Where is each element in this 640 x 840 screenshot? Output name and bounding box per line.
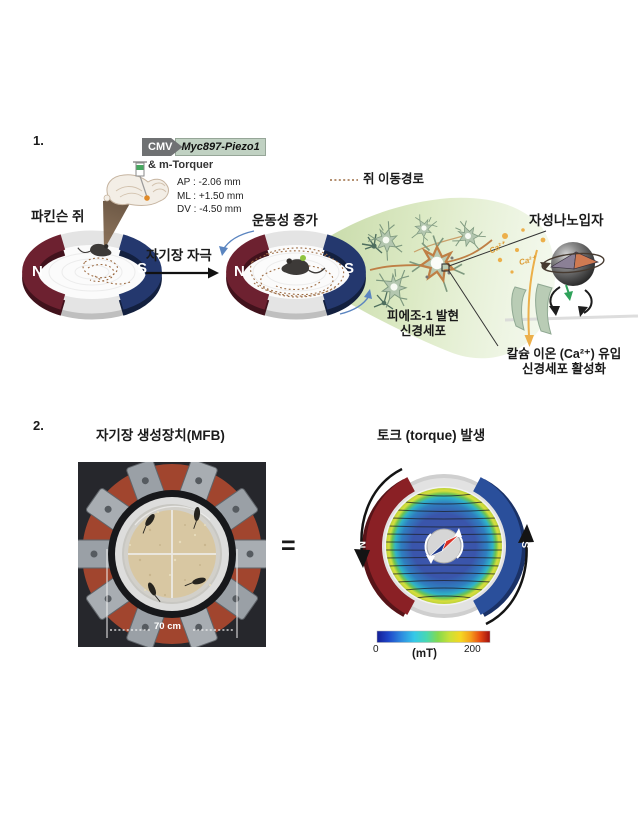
motility-label: 운동성 증가 — [252, 213, 318, 228]
syringe-icon — [133, 161, 150, 201]
photo-mice — [142, 507, 206, 603]
torque-title: 토크 (torque) 발생 — [377, 428, 486, 443]
magnet-n-label: N — [234, 263, 245, 280]
injection-cone — [103, 196, 134, 250]
magnet-north — [22, 234, 66, 310]
magnet-n-label: N — [32, 263, 43, 280]
spin-orbit-arrow — [541, 252, 605, 274]
magnet-s-label: S — [344, 260, 355, 277]
m-torquer-dot — [300, 255, 306, 261]
m-torquer-label: & m-Torquer — [148, 159, 214, 171]
gene-box: Myc897-Piezo1 — [175, 138, 266, 156]
parkinson-mouse-label: 파킨슨 쥐 — [31, 209, 85, 224]
rotation-arrow-left — [360, 467, 403, 555]
torque-magnet-s-label: S — [519, 541, 531, 549]
torque-diagram — [354, 467, 534, 643]
compass-needle-blue — [428, 540, 447, 558]
rotation-arrow-top-left — [219, 230, 255, 256]
magnet-south — [322, 234, 366, 310]
coordinate-ap: AP : -2.06 mm — [177, 177, 241, 188]
panel1-number: 1. — [33, 133, 44, 148]
piezo-neuron-main — [409, 235, 465, 293]
calcium-influx-arrow — [527, 249, 538, 337]
torque-magnet-south — [472, 477, 523, 615]
torque-magnet-n-label: N — [355, 541, 367, 549]
colorbar-max-label: 200 — [464, 644, 481, 655]
stimulation-label: 자기장 자극 — [146, 248, 212, 263]
arena-scale-label: 70 cm — [154, 621, 181, 632]
brain-illustration — [103, 174, 169, 207]
mfb-title: 자기장 생성장치(MFB) — [96, 428, 225, 443]
colorbar-min-label: 0 — [373, 644, 379, 655]
magnet-s-label: S — [137, 260, 148, 277]
arena-parkinson — [22, 230, 162, 320]
calcium-label-line2: 신경세포 활성화 — [522, 362, 606, 376]
ion-channel — [497, 228, 639, 347]
stimulation-arrow — [146, 267, 219, 279]
scale-measurement — [106, 549, 238, 638]
colorbar-unit-label: (mT) — [412, 648, 437, 660]
injection-site-dot — [144, 195, 150, 201]
magnet-north — [226, 234, 270, 310]
gene-construct: CMV Myc897-Piezo1 — [142, 138, 266, 156]
mouse-stimulated — [281, 258, 326, 275]
nanoparticle-label: 자성나노입자 — [529, 213, 604, 228]
nanoparticle — [540, 242, 605, 317]
promoter-box: CMV — [142, 138, 183, 156]
zoom-callout — [441, 230, 547, 347]
activation-beam — [296, 197, 556, 359]
mouse-parkinson — [77, 243, 112, 257]
piezo-neuron-label-line1: 피에조-1 발현 — [386, 309, 460, 323]
equals-sign: = — [281, 532, 296, 560]
colorbar — [376, 630, 491, 643]
calcium-label-line1: 칼슘 이온 (Ca²⁺) 유입 — [506, 347, 622, 361]
path-legend-label: 쥐 이동경로 — [363, 172, 424, 186]
piezo-neurons — [361, 209, 493, 317]
torque-magnet-north — [365, 477, 416, 615]
panel2-number: 2. — [33, 418, 44, 433]
rotation-arrow-bottom-right — [339, 289, 372, 315]
arena-stimulated — [219, 230, 372, 320]
piezo-neuron-label-line2: 신경세포 — [399, 324, 446, 338]
rotation-arrow-right — [485, 537, 528, 626]
mfb-photo — [78, 462, 266, 647]
torque-arrow-right — [583, 289, 593, 314]
coordinate-ml: ML : +1.50 mm — [177, 190, 244, 202]
coordinate-dv: DV : -4.50 mm — [177, 204, 242, 215]
